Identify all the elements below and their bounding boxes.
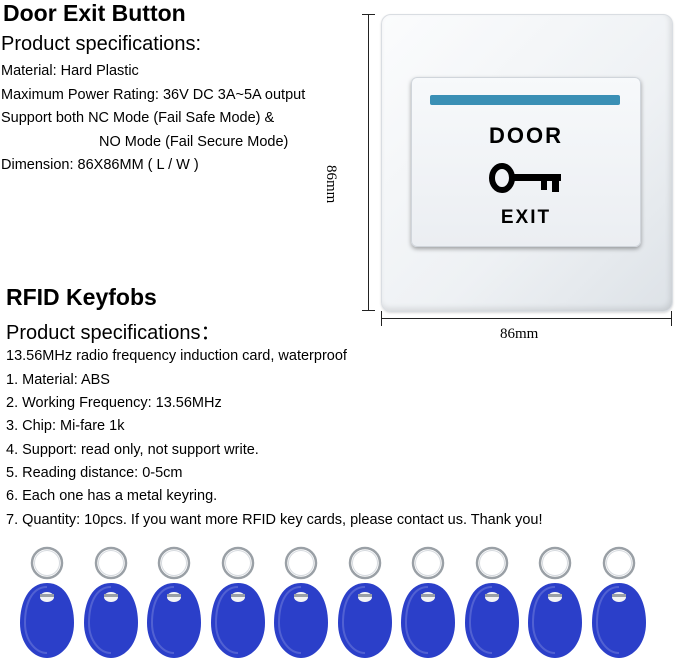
door-exit-title: Door Exit Button <box>3 0 186 26</box>
rfid-spec-line: 6. Each one has a metal keyring. <box>6 488 218 504</box>
height-dimension-cap <box>362 310 375 311</box>
height-dimension-cap <box>362 14 375 15</box>
spec-line: Support both NC Mode (Fail Safe Mode) & <box>1 110 275 126</box>
rfid-keyfob-icon <box>588 545 650 660</box>
width-dimension-line <box>381 318 671 319</box>
rfid-title: RFID Keyfobs <box>6 284 157 310</box>
rfid-keyfob-icon <box>207 545 269 660</box>
height-dimension-line <box>368 14 369 310</box>
rfid-keyfob-icon <box>270 545 332 660</box>
rfid-spec-line: 5. Reading distance: 0-5cm <box>6 465 183 481</box>
rfid-keyfob-icon <box>461 545 523 660</box>
rfid-keyfob-icon <box>143 545 205 660</box>
rfid-spec-line: 1. Material: ABS <box>6 372 110 388</box>
height-dimension-label: 86mm <box>323 165 339 204</box>
rfid-keyfob-icon <box>334 545 396 660</box>
rfid-subtitle: Product specifications： <box>6 322 221 344</box>
spec-line: Dimension: 86X86MM ( L / W ) <box>1 157 199 173</box>
width-dimension-cap <box>671 311 672 326</box>
rfid-keyfob-icon <box>524 545 586 660</box>
door-exit-subtitle: Product specifications: <box>1 33 202 55</box>
rfid-spec-line: 4. Support: read only, not support write… <box>6 442 259 458</box>
rfid-keyfob-icon <box>16 545 78 660</box>
spec-line: Material: Hard Plastic <box>1 63 139 79</box>
rfid-spec-line: 3. Chip: Mi-fare 1k <box>6 418 125 434</box>
rfid-spec-line: 7. Quantity: 10pcs. If you want more RFI… <box>6 512 543 528</box>
rfid-spec-line: 2. Working Frequency: 13.56MHz <box>6 395 222 411</box>
button-label-exit: EXIT <box>500 207 552 228</box>
button-label-door: DOOR <box>489 123 563 148</box>
led-indicator-strip <box>430 95 620 105</box>
spec-line: Maximum Power Rating: 36V DC 3A~5A outpu… <box>1 87 306 103</box>
rfid-keyfob-icon <box>397 545 459 660</box>
width-dimension-cap <box>381 311 382 326</box>
spec-line: NO Mode (Fail Secure Mode) <box>99 134 289 150</box>
exit-push-button <box>411 77 641 247</box>
rfid-spec-line: 13.56MHz radio frequency induction card,… <box>6 348 347 364</box>
key-icon <box>489 163 561 193</box>
rfid-keyfob-icon <box>80 545 142 660</box>
width-dimension-label: 86mm <box>500 326 539 342</box>
